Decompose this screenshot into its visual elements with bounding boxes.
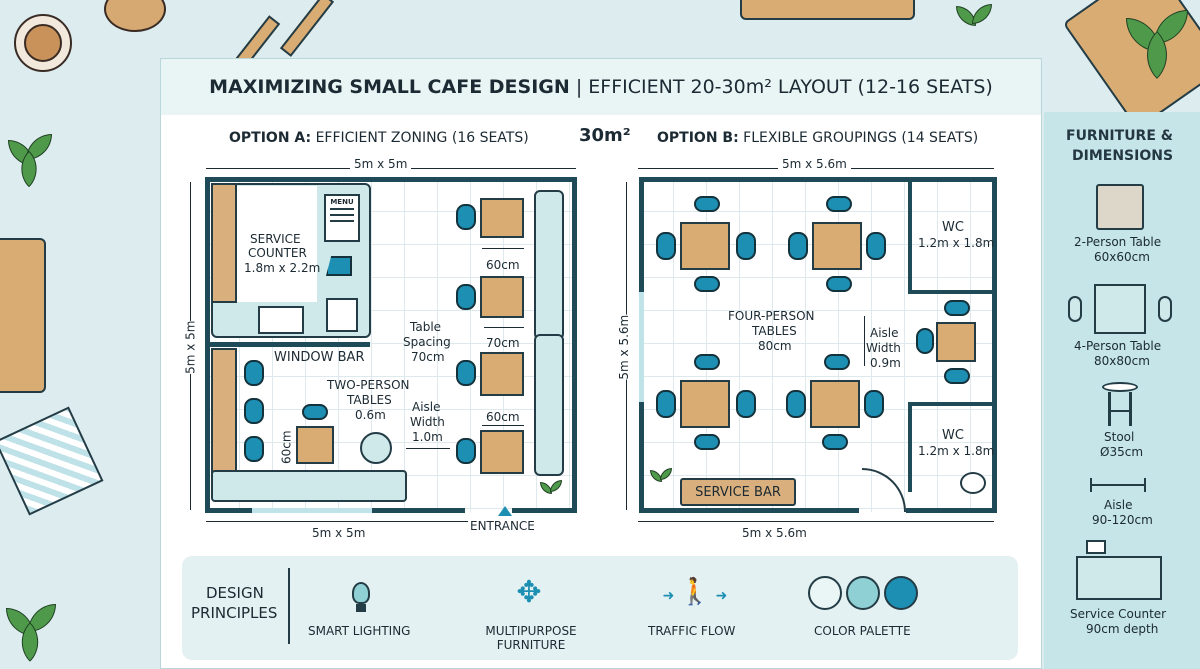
- plant-icon: [648, 466, 674, 492]
- toilet-icon: [960, 472, 986, 494]
- bench-top: [534, 190, 564, 340]
- wood-board: [0, 238, 46, 393]
- aisle-a-1: Aisle: [412, 400, 441, 414]
- dim-left-b: 5m x 5.6m: [617, 314, 632, 380]
- sidebar-item-1-name: 4-Person Table: [1074, 339, 1162, 353]
- principle-label-2: TRAFFIC FLOW: [648, 624, 736, 638]
- coffee-cup-icon: [24, 24, 62, 62]
- four-person-label3: 80cm: [758, 339, 792, 353]
- table-side-label: 60cm: [279, 430, 294, 464]
- dim-top-a: 5m x 5m: [350, 157, 412, 172]
- sidebar-item-0-name: 2-Person Table: [1074, 235, 1162, 249]
- window-bar-label: WINDOW BAR: [274, 350, 365, 365]
- service-counter-line2: COUNTER: [248, 246, 307, 260]
- dim-60cm-b: 60cm: [486, 410, 520, 424]
- espresso-machine-icon: [326, 298, 358, 332]
- wood-board: [740, 0, 915, 20]
- area-label: 30m²: [579, 125, 631, 146]
- coffee-saucer: [14, 14, 72, 72]
- sidebar-title-2: DIMENSIONS: [1072, 148, 1174, 164]
- stool-icon: [1102, 382, 1138, 428]
- plant-icon: [0, 600, 70, 669]
- entrance-label: ENTRANCE: [470, 519, 535, 533]
- wc1-size: 1.2m x 1.8m: [918, 236, 995, 250]
- walking-person-icon: ➜ 🚶 ➜: [662, 577, 728, 607]
- service-counter-line3: 1.8m x 2.2m: [244, 261, 321, 275]
- dim-top-b: 5m x 5.6m: [778, 157, 851, 172]
- service-counter-icon: [1076, 540, 1162, 602]
- four-person-table-icon: [1068, 284, 1174, 334]
- dim-bottom-a: 5m x 5m: [312, 526, 366, 540]
- dim-bottom-b: 5m x 5.6m: [742, 526, 807, 540]
- plant-icon: [1120, 4, 1200, 84]
- wood-stick: [279, 0, 335, 57]
- aisle-b-2: Width: [866, 341, 901, 355]
- service-bar: SERVICE BAR: [680, 478, 796, 506]
- stool-cluster-icon: [360, 432, 392, 464]
- principles-title-1: DESIGN: [206, 584, 264, 602]
- principle-label-0: SMART LIGHTING: [308, 624, 411, 638]
- title-bold: MAXIMIZING SMALL CAFE DESIGN: [209, 76, 570, 98]
- plant-icon: [0, 130, 60, 190]
- aisle-a-3: 1.0m: [412, 430, 443, 444]
- table-spacing-1: Table: [410, 320, 442, 334]
- four-person-label2: TABLES: [752, 324, 797, 338]
- sidebar-item-2-name: Stool: [1104, 430, 1135, 444]
- expand-arrows-icon: ✥: [516, 575, 542, 610]
- lightbulb-icon: [346, 576, 376, 616]
- dim-60cm-a: 60cm: [486, 258, 520, 272]
- title-rest: | EFFICIENT 20-30m² LAYOUT (12-16 SEATS): [575, 76, 993, 98]
- register-icon: [258, 306, 304, 334]
- wc2-title: WC: [942, 428, 964, 443]
- bench-bottom: [534, 334, 564, 476]
- principles-title-2: PRINCIPLES: [191, 604, 278, 622]
- wc1-title: WC: [942, 220, 964, 235]
- aisle-dimension-icon: [1090, 478, 1146, 492]
- menu-board: MENU: [324, 194, 360, 242]
- table-spacing-2: Spacing: [403, 335, 451, 349]
- sidebar-item-3-size: 90-120cm: [1092, 513, 1153, 527]
- option-a-heading: OPTION A: EFFICIENT ZONING (16 SEATS): [229, 130, 529, 146]
- dim-70cm: 70cm: [486, 336, 520, 350]
- principle-label-1: MULTIPURPOSE FURNITURE: [485, 624, 577, 653]
- service-counter-line1: SERVICE: [250, 232, 301, 246]
- entrance-arrow-icon: [498, 506, 512, 516]
- two-person-label3: 0.6m: [355, 408, 386, 422]
- color-swatches-icon: [808, 576, 920, 610]
- sidebar-item-1-size: 80x80cm: [1094, 354, 1150, 368]
- sidebar-item-4-size: 90cm depth: [1086, 622, 1159, 636]
- two-person-label1: TWO-PERSON: [327, 378, 410, 392]
- two-person-label2: TABLES: [347, 393, 392, 407]
- plant-icon: [538, 478, 564, 504]
- wc2-size: 1.2m x 1.8m: [918, 444, 995, 458]
- principle-label-3: COLOR PALETTE: [814, 624, 911, 638]
- aisle-b-1: Aisle: [870, 326, 899, 340]
- latte-cup-icon: [104, 0, 166, 32]
- title-bar: MAXIMIZING SMALL CAFE DESIGN | EFFICIENT…: [161, 59, 1041, 115]
- sidebar-item-2-size: Ø35cm: [1100, 445, 1144, 459]
- window-bar-counter: [211, 348, 237, 474]
- napkin: [0, 406, 104, 516]
- window-bar-bench: [211, 470, 407, 502]
- option-b-heading: OPTION B: FLEXIBLE GROUPINGS (14 SEATS): [657, 130, 979, 146]
- two-person-table: [296, 426, 334, 464]
- aisle-b-3: 0.9m: [870, 356, 901, 370]
- dim-left-a: 5m x 5m: [183, 320, 198, 374]
- aisle-a-2: Width: [410, 415, 445, 429]
- two-person-table-icon: [1096, 184, 1144, 230]
- sidebar-item-0-size: 60x60cm: [1094, 250, 1150, 264]
- sidebar-item-3-name: Aisle: [1104, 498, 1133, 512]
- sidebar-title-1: FURNITURE &: [1066, 128, 1173, 144]
- sidebar-item-4-name: Service Counter: [1070, 607, 1167, 621]
- four-person-label1: FOUR-PERSON: [728, 309, 815, 323]
- design-principles-panel: [182, 556, 1018, 660]
- plant-icon: [950, 0, 1000, 40]
- table-spacing-3: 70cm: [411, 350, 445, 364]
